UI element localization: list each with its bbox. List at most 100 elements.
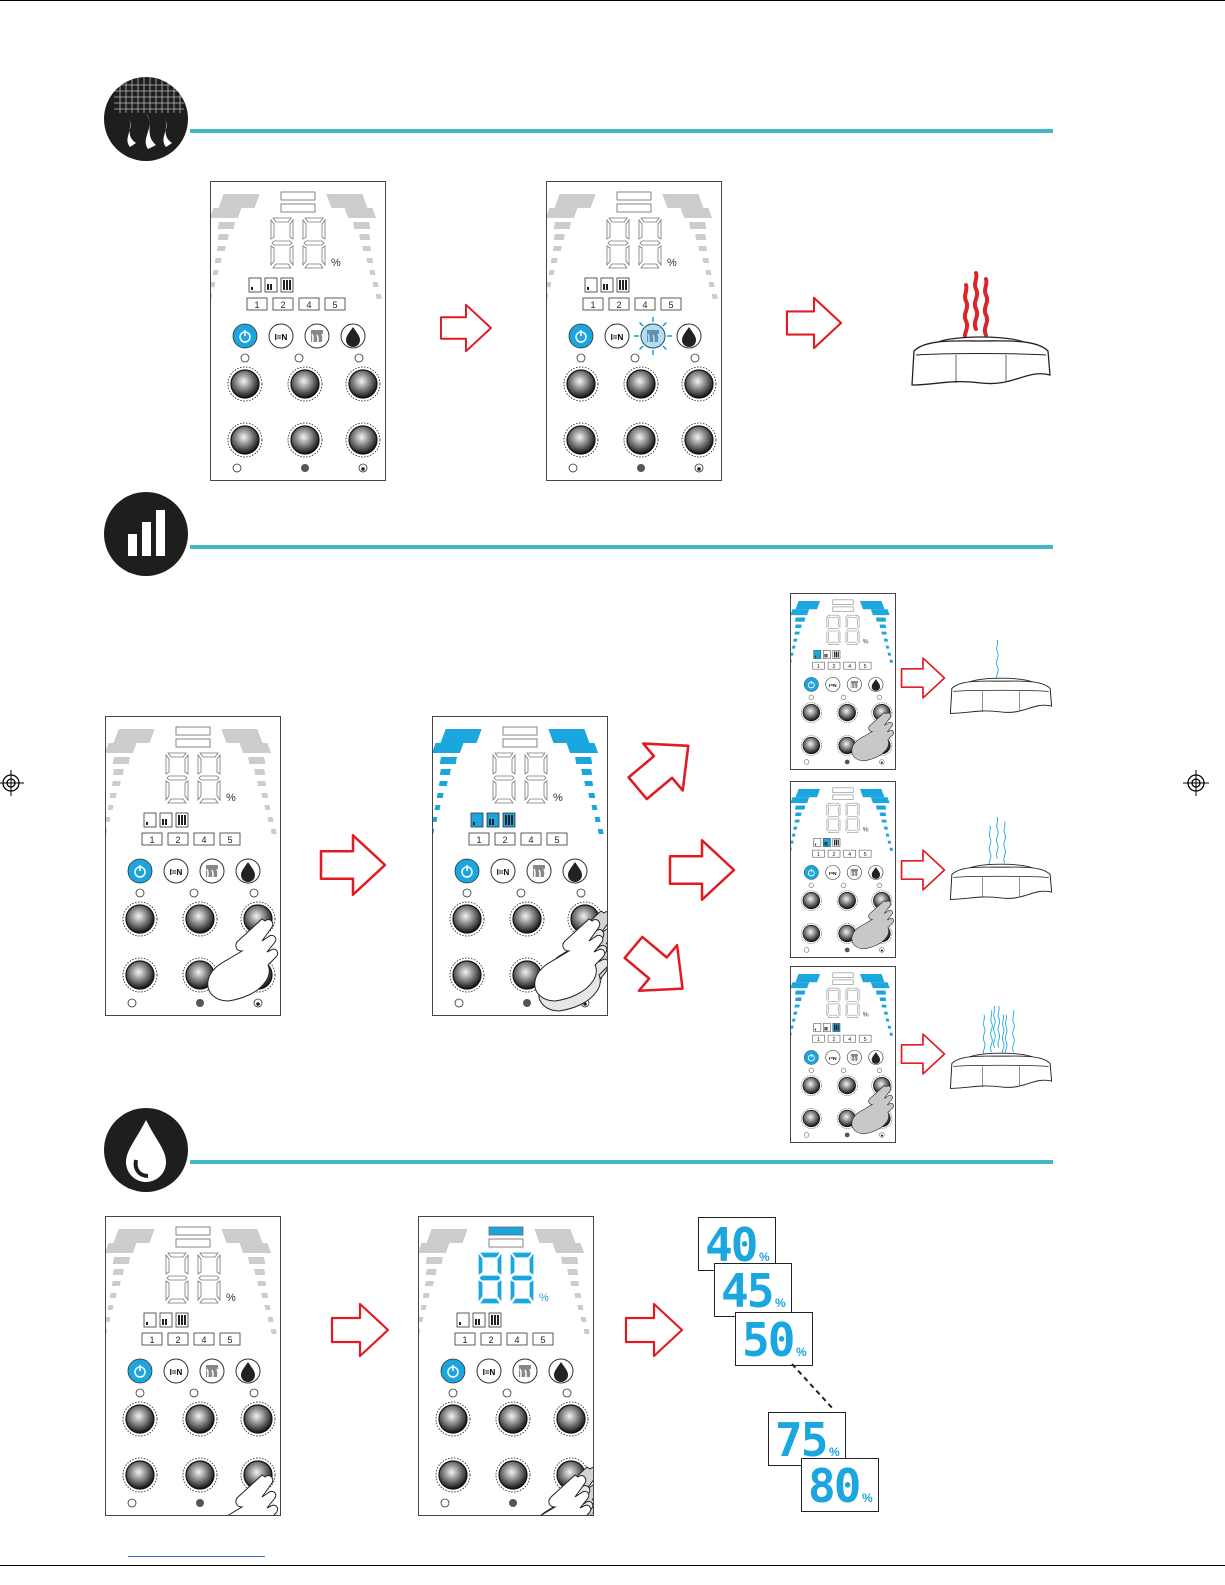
bottom-border <box>0 1565 1225 1566</box>
dashed-connector <box>790 1362 840 1414</box>
svg-text:1: 1 <box>149 835 154 845</box>
arrow-humidity-2 <box>624 1302 684 1358</box>
humidity-unit: % <box>796 1345 807 1359</box>
humidity-unit: % <box>829 1445 840 1459</box>
footer-rule <box>128 1556 265 1557</box>
svg-text:5: 5 <box>227 835 232 845</box>
humidifier-warm-mist <box>906 244 1056 424</box>
arrow-speed-2 <box>900 848 946 892</box>
svg-text:4: 4 <box>514 1335 519 1345</box>
arrow-speed-down <box>622 936 694 1000</box>
arrow-speed-3 <box>900 1032 946 1076</box>
svg-text:I=N: I=N <box>497 868 510 877</box>
registration-mark-right <box>1183 770 1209 796</box>
svg-text:5: 5 <box>864 664 867 670</box>
svg-text:4: 4 <box>201 1335 206 1345</box>
svg-text:I=N: I=N <box>829 1056 837 1062</box>
top-border <box>0 0 1225 1</box>
svg-text:2: 2 <box>833 852 836 858</box>
humidifier-speed-1 <box>946 626 1056 726</box>
svg-text:%: % <box>863 1011 869 1018</box>
svg-text:I=N: I=N <box>829 871 837 877</box>
svg-text:1: 1 <box>817 664 820 670</box>
humidity-unit: % <box>759 1250 770 1264</box>
humidifier-speed-2 <box>946 800 1056 924</box>
svg-text:I=N: I=N <box>483 1368 496 1377</box>
svg-text:%: % <box>226 1292 236 1304</box>
svg-text:%: % <box>226 792 236 804</box>
svg-text:2: 2 <box>175 1335 180 1345</box>
humidity-readout: 50% <box>735 1312 813 1366</box>
arrow-heat-1 <box>438 303 494 353</box>
humidity-unit: % <box>862 1491 873 1505</box>
humidity-readout: 80% <box>801 1458 879 1512</box>
svg-text:%: % <box>553 792 563 804</box>
svg-text:2: 2 <box>488 1335 493 1345</box>
svg-text:4: 4 <box>642 300 647 310</box>
section-divider-humidity <box>190 1160 1053 1164</box>
section-divider-speed <box>190 545 1053 549</box>
arrow-speed-1 <box>900 656 946 700</box>
svg-text:5: 5 <box>864 852 867 858</box>
svg-text:4: 4 <box>306 300 311 310</box>
svg-text:%: % <box>863 638 869 645</box>
heat-steam-icon <box>104 77 188 161</box>
arrow-heat-2 <box>785 295 843 351</box>
svg-text:I=N: I=N <box>611 333 624 342</box>
arrow-humidity-1 <box>330 1302 390 1358</box>
humidity-readout: 45% <box>714 1263 792 1317</box>
svg-text:4: 4 <box>848 852 851 858</box>
svg-text:%: % <box>331 257 341 269</box>
svg-text:4: 4 <box>201 835 206 845</box>
humidifier-speed-3 <box>946 986 1056 1116</box>
svg-text:1: 1 <box>462 1335 467 1345</box>
humidity-unit: % <box>775 1296 786 1310</box>
svg-text:5: 5 <box>668 300 673 310</box>
svg-text:5: 5 <box>332 300 337 310</box>
svg-text:%: % <box>667 257 677 269</box>
humidity-value: 45 <box>721 1264 772 1318</box>
svg-text:4: 4 <box>528 835 533 845</box>
svg-text:2: 2 <box>175 835 180 845</box>
svg-text:1: 1 <box>149 1335 154 1345</box>
svg-text:4: 4 <box>848 664 851 670</box>
humidity-value: 50 <box>742 1313 793 1367</box>
svg-text:%: % <box>863 826 869 833</box>
svg-text:1: 1 <box>476 835 481 845</box>
svg-text:I=N: I=N <box>275 333 288 342</box>
svg-text:I=N: I=N <box>829 683 837 689</box>
registration-mark-left <box>0 770 24 796</box>
svg-text:5: 5 <box>227 1335 232 1345</box>
svg-text:5: 5 <box>864 1037 867 1043</box>
water-drop-icon <box>104 1108 188 1192</box>
svg-text:1: 1 <box>254 300 259 310</box>
svg-text:2: 2 <box>502 835 507 845</box>
svg-text:2: 2 <box>616 300 621 310</box>
section-divider-heat <box>190 129 1053 133</box>
arrow-speed-up <box>626 734 700 800</box>
humidity-value: 80 <box>808 1459 859 1513</box>
svg-text:2: 2 <box>280 300 285 310</box>
svg-text:4: 4 <box>848 1037 851 1043</box>
svg-text:1: 1 <box>590 300 595 310</box>
signal-bars-icon <box>104 492 188 576</box>
svg-text:I=N: I=N <box>170 1368 183 1377</box>
svg-text:5: 5 <box>554 835 559 845</box>
svg-text:2: 2 <box>833 1037 836 1043</box>
svg-text:1: 1 <box>817 852 820 858</box>
arrow-speed-main <box>318 833 388 897</box>
svg-text:1: 1 <box>817 1037 820 1043</box>
svg-text:I=N: I=N <box>170 868 183 877</box>
svg-text:%: % <box>539 1292 549 1304</box>
svg-text:2: 2 <box>833 664 836 670</box>
arrow-speed-mid <box>666 838 738 902</box>
